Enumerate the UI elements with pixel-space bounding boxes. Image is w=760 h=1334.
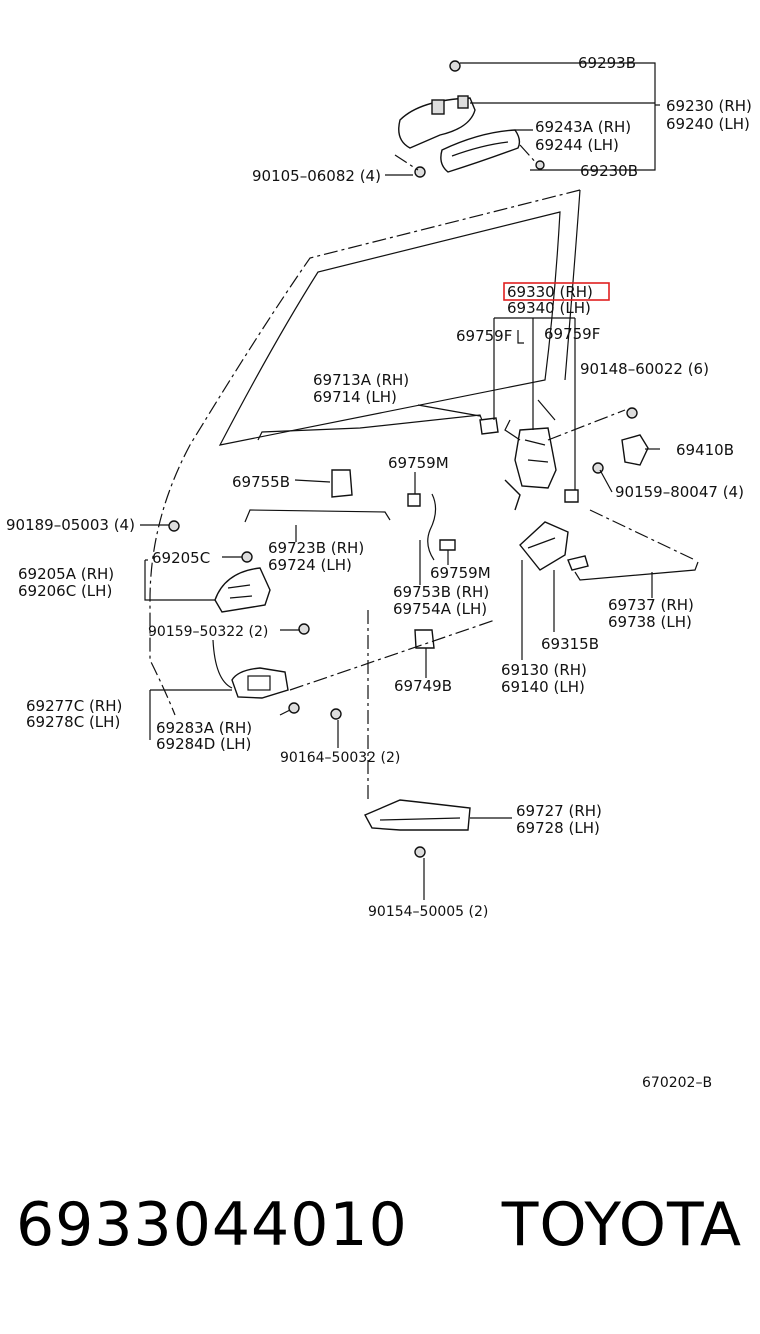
label-90189: 90189–05003 (4)	[6, 516, 135, 534]
label-90154: 90154–50005 (2)	[368, 904, 488, 920]
label-69754A: 69754A (LH)	[393, 600, 487, 618]
label-69759M-bottom: 69759M	[430, 564, 491, 582]
door-lock-assembly	[504, 399, 649, 511]
label-69315B: 69315B	[541, 635, 599, 653]
label-69713A: 69713A (RH)	[313, 371, 409, 389]
label-90164: 90164–50032 (2)	[280, 750, 400, 766]
label-69749B: 69749B	[394, 677, 452, 695]
label-69230: 69230 (RH)	[666, 97, 752, 115]
label-69723B: 69723B (RH)	[268, 539, 364, 557]
leader-lines	[140, 62, 660, 900]
label-69277C: 69277C (RH)	[26, 697, 122, 715]
label-69755B: 69755B	[232, 473, 290, 491]
inside-handle-group	[168, 520, 342, 720]
callout-labels: 69293B 69230 (RH) 69240 (LH) 69243A (RH)…	[6, 54, 752, 1091]
label-90148: 90148–60022 (6)	[580, 360, 709, 378]
label-69293B: 69293B	[578, 54, 636, 72]
door-frame-outline	[149, 189, 581, 716]
label-69330-highlighted: 69330 (RH)	[507, 283, 593, 301]
label-69714: 69714 (LH)	[313, 388, 397, 406]
label-69140: 69140 (LH)	[501, 678, 585, 696]
label-69728: 69728 (LH)	[516, 819, 600, 837]
label-69206C: 69206C (LH)	[18, 582, 112, 600]
label-90105: 90105–06082 (4)	[252, 167, 381, 185]
label-69230B: 69230B	[580, 162, 638, 180]
brand-name: TOYOTA	[501, 1190, 742, 1260]
label-69724: 69724 (LH)	[268, 556, 352, 574]
footer: 6933044010 TOYOTA	[0, 1190, 760, 1280]
label-69340: 69340 (LH)	[507, 299, 591, 317]
part-number: 6933044010	[16, 1190, 408, 1260]
label-69410B: 69410B	[676, 441, 734, 459]
label-69243A: 69243A (RH)	[535, 118, 631, 136]
diagram-reference-code: 670202–B	[642, 1075, 712, 1091]
selected-part-highlight	[503, 282, 610, 301]
label-69278C: 69278C (LH)	[26, 713, 120, 731]
label-69244: 69244 (LH)	[535, 136, 619, 154]
label-69284D: 69284D (LH)	[156, 735, 251, 753]
label-69759F-left: 69759F	[456, 327, 512, 345]
label-69205C: 69205C	[152, 549, 210, 567]
label-69759M-top: 69759M	[388, 454, 449, 472]
label-69759F-right: 69759F	[544, 325, 600, 343]
label-90159-80047: 90159–80047 (4)	[615, 483, 744, 501]
label-69753B: 69753B (RH)	[393, 583, 489, 601]
label-69727: 69727 (RH)	[516, 802, 602, 820]
label-90159-50322: 90159–50322 (2)	[148, 624, 268, 640]
label-69283A: 69283A (RH)	[156, 719, 252, 737]
label-69130: 69130 (RH)	[501, 661, 587, 679]
lock-actuator	[519, 521, 589, 571]
outside-handle-group	[394, 60, 545, 178]
label-69240: 69240 (LH)	[666, 115, 750, 133]
label-69737: 69737 (RH)	[608, 596, 694, 614]
lower-lock-control	[289, 409, 696, 858]
label-69205A: 69205A (RH)	[18, 565, 114, 583]
rods-and-cables	[244, 414, 699, 649]
label-69738: 69738 (LH)	[608, 613, 692, 631]
